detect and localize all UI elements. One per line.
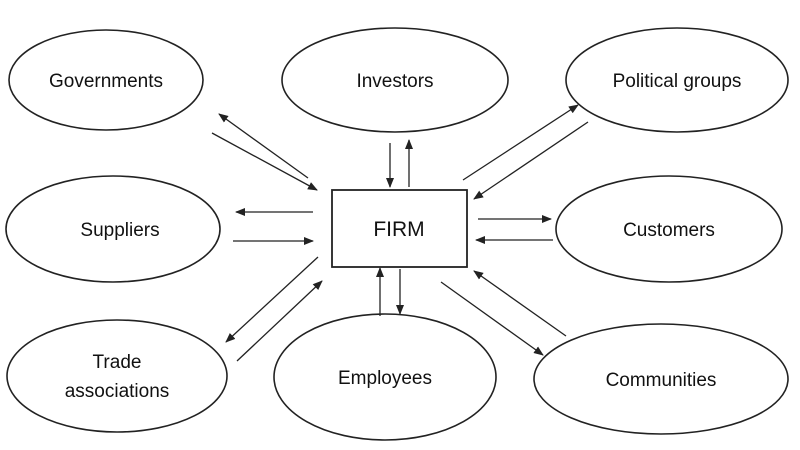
arrow-firm-to-governments [218, 113, 309, 179]
node-employees: Employees [273, 313, 497, 441]
suppliers-ellipse [5, 175, 221, 283]
arrow-firm-to-political-groups [462, 104, 579, 181]
node-communities: Communities [533, 323, 789, 435]
communities-label: Communities [606, 370, 717, 391]
arrow-political-groups-to-firm [473, 121, 589, 200]
suppliers-label: Suppliers [80, 220, 159, 241]
investors-label: Investors [356, 71, 433, 92]
firm-box [331, 189, 468, 268]
employees-ellipse [273, 313, 497, 441]
node-investors: Investors [281, 27, 509, 133]
governments-label: Governments [49, 71, 163, 92]
customers-label: Customers [623, 220, 715, 241]
arrow-trade-associations-to-firm [236, 280, 323, 362]
investors-ellipse [281, 27, 509, 133]
arrow-communities-to-firm [473, 270, 567, 337]
node-political-groups: Political groups [565, 27, 789, 133]
node-suppliers: Suppliers [5, 175, 221, 283]
node-governments: Governments [8, 29, 204, 131]
node-firm: FIRM [331, 189, 468, 268]
political-groups-ellipse [565, 27, 789, 133]
customers-ellipse [555, 175, 783, 283]
node-customers: Customers [555, 175, 783, 283]
political-groups-label: Political groups [613, 71, 742, 92]
arrow-firm-to-communities [440, 281, 544, 356]
trade-associations-label-line1: Trade [93, 352, 142, 373]
node-trade-associations: Trade associations [6, 319, 228, 433]
arrow-governments-to-firm [211, 132, 318, 191]
arrow-firm-to-trade-associations [225, 256, 319, 343]
communities-ellipse [533, 323, 789, 435]
trade-associations-ellipse [6, 319, 228, 433]
governments-ellipse [8, 29, 204, 131]
trade-associations-label-line2: associations [65, 381, 170, 402]
employees-label: Employees [338, 368, 432, 389]
firm-label: FIRM [373, 218, 424, 241]
